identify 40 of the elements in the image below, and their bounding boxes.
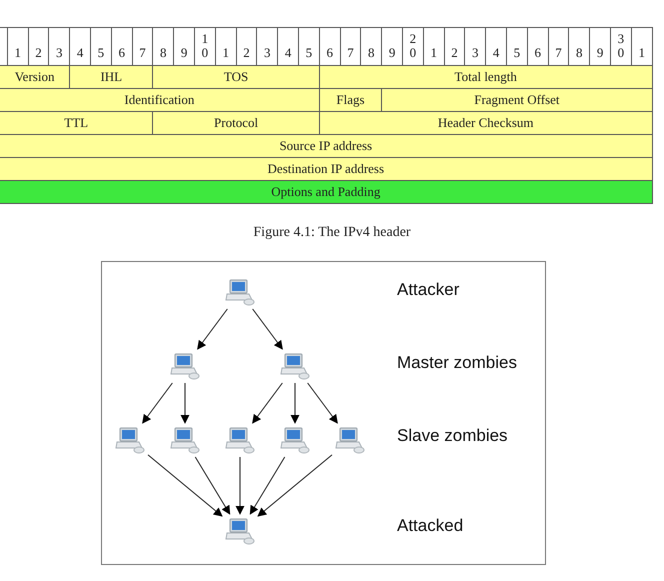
computer-icon bbox=[170, 426, 200, 454]
computer-icon bbox=[280, 426, 310, 454]
header-field: Version bbox=[0, 65, 70, 89]
tier-label: Attacker bbox=[397, 280, 460, 300]
bit-number: 1 bbox=[630, 27, 653, 66]
arrow bbox=[194, 456, 230, 515]
figure-caption: Figure 4.1: The IPv4 header bbox=[252, 225, 412, 241]
header-field: Identification bbox=[0, 88, 320, 112]
header-field: Source IP address bbox=[0, 134, 653, 158]
computer-icon bbox=[280, 352, 310, 380]
arrow bbox=[142, 382, 173, 424]
computer-icon bbox=[170, 352, 200, 380]
header-field: Fragment Offset bbox=[381, 88, 653, 112]
arrow bbox=[252, 382, 283, 424]
header-field: Protocol bbox=[152, 111, 320, 135]
computer-icon bbox=[115, 426, 145, 454]
header-field: TTL bbox=[0, 111, 154, 135]
arrow bbox=[252, 308, 283, 350]
header-field: Flags bbox=[318, 88, 382, 112]
header-field: Header Checksum bbox=[318, 111, 653, 135]
arrow bbox=[307, 382, 338, 424]
header-field: Destination IP address bbox=[0, 157, 653, 181]
arrow bbox=[180, 382, 190, 424]
tier-label: Master zombies bbox=[397, 353, 517, 373]
header-field: Total length bbox=[318, 65, 653, 89]
tier-label: Attacked bbox=[397, 516, 464, 536]
arrow bbox=[236, 456, 244, 515]
computer-icon bbox=[225, 278, 255, 306]
arrow bbox=[148, 454, 223, 517]
arrow bbox=[197, 308, 228, 350]
computer-icon bbox=[225, 426, 255, 454]
arrow bbox=[290, 382, 300, 424]
header-field: Options and Padding bbox=[0, 180, 653, 204]
arrow bbox=[250, 456, 286, 515]
header-field: IHL bbox=[69, 65, 154, 89]
tier-label: Slave zombies bbox=[397, 426, 508, 446]
computer-icon bbox=[335, 426, 365, 454]
arrow bbox=[257, 454, 332, 517]
header-field: TOS bbox=[152, 65, 320, 89]
computer-icon bbox=[225, 517, 255, 545]
